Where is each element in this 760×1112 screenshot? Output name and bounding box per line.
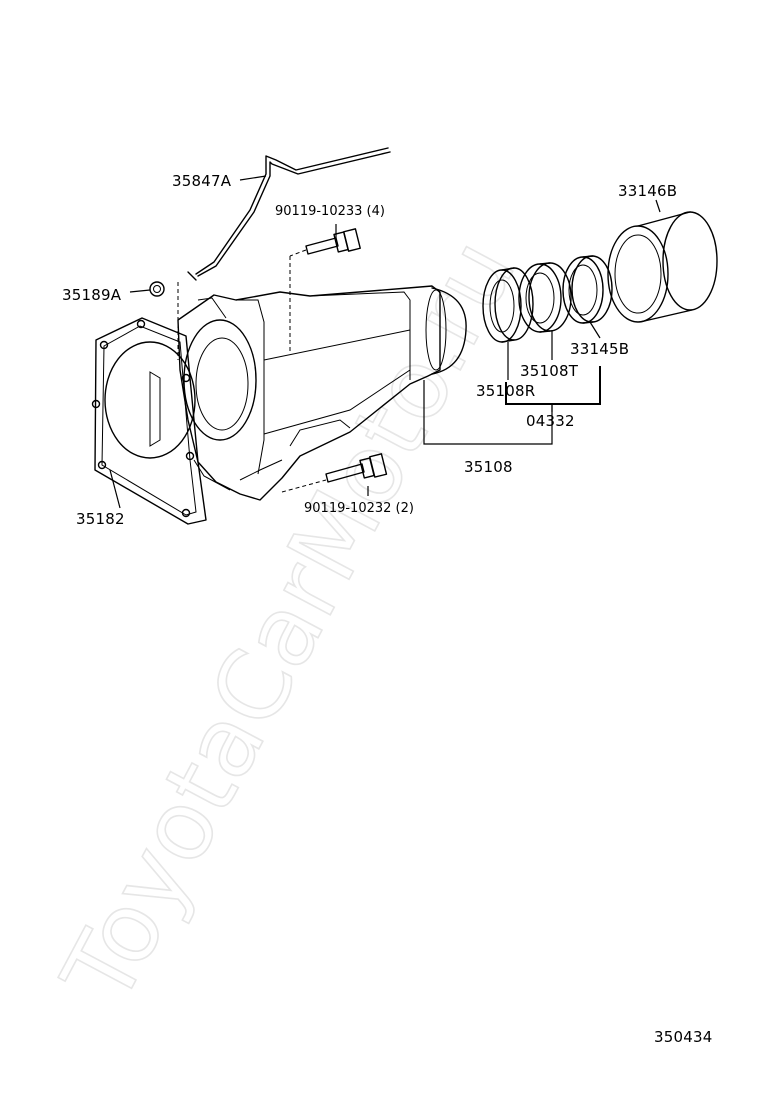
- watermark: ToyotaCarMoto.ru: [41, 222, 537, 1022]
- label-35847a: 35847A: [172, 172, 232, 190]
- ring-35108t-drawing: [518, 262, 572, 333]
- label-bolt-upper: 90119-10233 (4): [275, 204, 385, 219]
- kit-bracket: [505, 366, 601, 405]
- label-35108t: 35108T: [520, 362, 579, 380]
- label-04332: 04332: [526, 412, 575, 430]
- upper-bolt-drawing: [305, 228, 361, 255]
- diagram-code: 350434: [654, 1028, 712, 1046]
- gasket-drawing: [91, 317, 207, 525]
- seal-33145b-drawing: [562, 255, 613, 324]
- plug-drawing: [149, 281, 165, 297]
- label-35182: 35182: [76, 510, 125, 528]
- label-35108r: 35108R: [476, 382, 535, 400]
- bushing-33146b-drawing: [607, 211, 718, 323]
- label-bolt-lower: 90119-10232 (2): [304, 501, 414, 516]
- label-33146b: 33146B: [618, 182, 677, 200]
- label-35108: 35108: [464, 458, 513, 476]
- filler-tube-drawing: [187, 147, 391, 281]
- label-33145b: 33145B: [570, 340, 629, 358]
- alignment-lines: [177, 249, 327, 493]
- leader-lines: [109, 175, 661, 509]
- label-35189a: 35189A: [62, 286, 122, 304]
- lower-bolt-drawing: [325, 453, 388, 483]
- ring-35108r-drawing: [482, 267, 534, 343]
